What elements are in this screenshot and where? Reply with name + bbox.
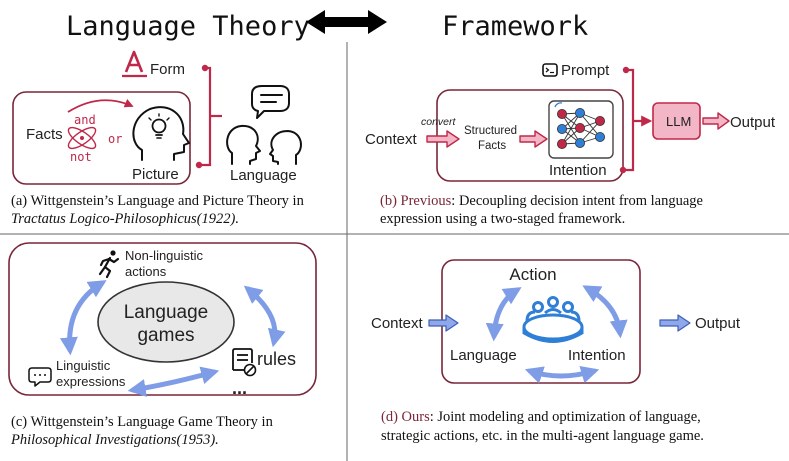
convert-label: convert xyxy=(421,116,457,128)
panel-b-caption-line1: (b) Previous: Decoupling decision intent… xyxy=(380,193,703,209)
panel-d-caption-line2: strategic actions, etc. in the multi-age… xyxy=(381,428,704,444)
picture-connector-dot xyxy=(195,161,203,169)
logic-or-label: or xyxy=(108,132,122,146)
panel-c: Non-linguistic actions Language games ru… xyxy=(8,242,317,448)
llm-label: LLM xyxy=(666,114,691,129)
double-arrow-icon xyxy=(306,10,387,34)
panel-b: Prompt Context convert Structured Facts xyxy=(365,62,776,227)
linguistic-line2: expressions xyxy=(56,374,126,389)
panel-d-caption-prefix: (d) Ours xyxy=(381,409,430,425)
logic-not-label: not xyxy=(70,150,92,164)
ours-output-arrow xyxy=(659,314,691,332)
llm-box xyxy=(652,102,701,140)
ours-context-label: Context xyxy=(371,315,424,332)
panel-a-caption-line1: (a) Wittgenstein’s Language and Picture … xyxy=(11,193,305,209)
ellipsis-label: ... xyxy=(232,378,247,398)
action-label: Action xyxy=(509,265,556,284)
picture-label: Picture xyxy=(132,166,179,183)
llm-to-output-arrow xyxy=(702,112,730,130)
logic-and-label: and xyxy=(74,113,96,127)
intention-label: Intention xyxy=(549,162,607,179)
language-games-line1: Language xyxy=(124,302,209,323)
panel-a-box xyxy=(12,91,191,185)
structured-facts-line1: Structured xyxy=(464,125,517,137)
cycle-arrow-right xyxy=(243,285,286,348)
facts-label: Facts xyxy=(26,126,63,143)
ours-context-arrow xyxy=(428,314,459,332)
speech-bubble-icon xyxy=(28,367,52,387)
facts-to-picture-arrow xyxy=(67,98,134,113)
ours-arrow-language-intention xyxy=(524,365,600,384)
ours-output-label: Output xyxy=(695,315,741,332)
header-right-title: Framework xyxy=(442,11,588,42)
panel-d-caption-line1: (d) Ours: Joint modeling and optimizatio… xyxy=(381,409,701,425)
ours-intention-label: Intention xyxy=(568,347,626,364)
header-left-title: Language Theory xyxy=(66,11,310,42)
non-linguistic-line1: Non-linguistic xyxy=(125,248,204,263)
linguistic-line1: Linguistic xyxy=(56,358,111,373)
running-person-icon xyxy=(98,250,120,279)
people-talking-icon xyxy=(226,85,302,165)
neural-network-icon xyxy=(548,100,614,159)
cycle-arrow-left xyxy=(59,280,107,356)
language-games-line2: games xyxy=(137,325,194,346)
form-label: Form xyxy=(150,61,185,78)
head-lightbulb-icon xyxy=(132,106,190,161)
rules-label: rules xyxy=(257,349,296,369)
panel-d-caption-rest: : Joint modeling and optimization of lan… xyxy=(430,409,701,425)
ours-arrow-language-action xyxy=(485,287,522,342)
intention-connector-dot xyxy=(619,166,627,174)
panel-a-caption-line2: Tractatus Logico-Philosophicus(1922). xyxy=(11,211,239,227)
panel-c-caption-line1: (c) Wittgenstein’s Language Game Theory … xyxy=(11,414,274,430)
language-label: Language xyxy=(230,167,297,184)
structured-facts-line2: Facts xyxy=(478,140,506,152)
panel-d: Action Context Output Language Intention… xyxy=(371,259,741,444)
facts-to-network-arrow xyxy=(519,130,548,148)
panel-b-caption-prefix: (b) Previous xyxy=(380,193,452,209)
output-label: Output xyxy=(730,114,776,131)
panel-b-caption-rest: : Decoupling decision intent from langua… xyxy=(451,193,703,209)
font-form-icon xyxy=(122,50,147,78)
terminal-prompt-icon xyxy=(542,63,558,77)
context-label: Context xyxy=(365,131,418,148)
prompt-label: Prompt xyxy=(561,62,610,79)
rules-document-icon xyxy=(232,348,257,377)
non-linguistic-line2: actions xyxy=(125,264,167,279)
prompt-bracket xyxy=(626,68,635,172)
ours-arrow-action-intention xyxy=(582,285,628,339)
context-to-facts-arrow xyxy=(426,130,460,148)
logic-atom-icon xyxy=(67,126,97,150)
multi-agent-table-icon xyxy=(522,296,584,343)
panel-b-caption-line2: expression using a two-staged framework. xyxy=(380,211,625,227)
ours-language-label: Language xyxy=(450,347,517,364)
cycle-arrow-bottom xyxy=(127,366,220,397)
panel-a: Form Facts and or not Picture xyxy=(11,50,305,227)
panel-c-caption-line2: Philosophical Investigations(1953). xyxy=(10,432,219,448)
form-bracket xyxy=(202,66,212,167)
